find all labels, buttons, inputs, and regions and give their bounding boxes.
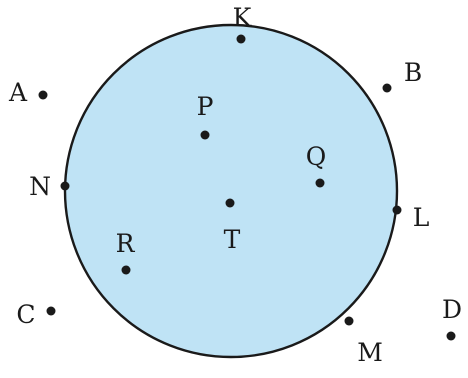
point-p-label: P (197, 92, 214, 121)
point-a-dot (38, 90, 48, 100)
point-c-label: C (16, 300, 35, 329)
point-k: K (233, 3, 253, 44)
point-l-label: L (413, 203, 430, 232)
point-q: Q (306, 142, 327, 188)
point-t: T (224, 198, 241, 254)
point-m-dot (344, 316, 354, 326)
point-t-dot (225, 198, 235, 208)
point-c: C (16, 300, 56, 329)
point-b-label: B (404, 58, 422, 87)
point-b: B (382, 58, 422, 93)
point-k-dot (236, 34, 246, 44)
point-b-dot (382, 83, 392, 93)
point-a-label: A (8, 78, 28, 107)
point-m: M (344, 316, 383, 367)
point-r-label: R (116, 229, 136, 258)
point-d: D (442, 295, 462, 341)
point-q-dot (315, 178, 325, 188)
point-t-label: T (224, 225, 241, 254)
point-n-label: N (29, 172, 51, 201)
point-l-dot (392, 205, 402, 215)
point-p: P (197, 92, 214, 140)
point-l: L (392, 203, 430, 232)
point-d-dot (446, 331, 456, 341)
circle (63, 23, 399, 359)
point-q-label: Q (306, 142, 327, 171)
point-k-label: K (233, 3, 253, 32)
point-n: N (29, 172, 70, 201)
point-r: R (116, 229, 136, 275)
point-c-dot (46, 306, 56, 316)
point-r-dot (121, 265, 131, 275)
point-a: A (8, 78, 48, 107)
point-n-dot (60, 181, 70, 191)
point-d-label: D (442, 295, 462, 324)
point-p-dot (200, 130, 210, 140)
point-m-label: M (357, 338, 383, 367)
